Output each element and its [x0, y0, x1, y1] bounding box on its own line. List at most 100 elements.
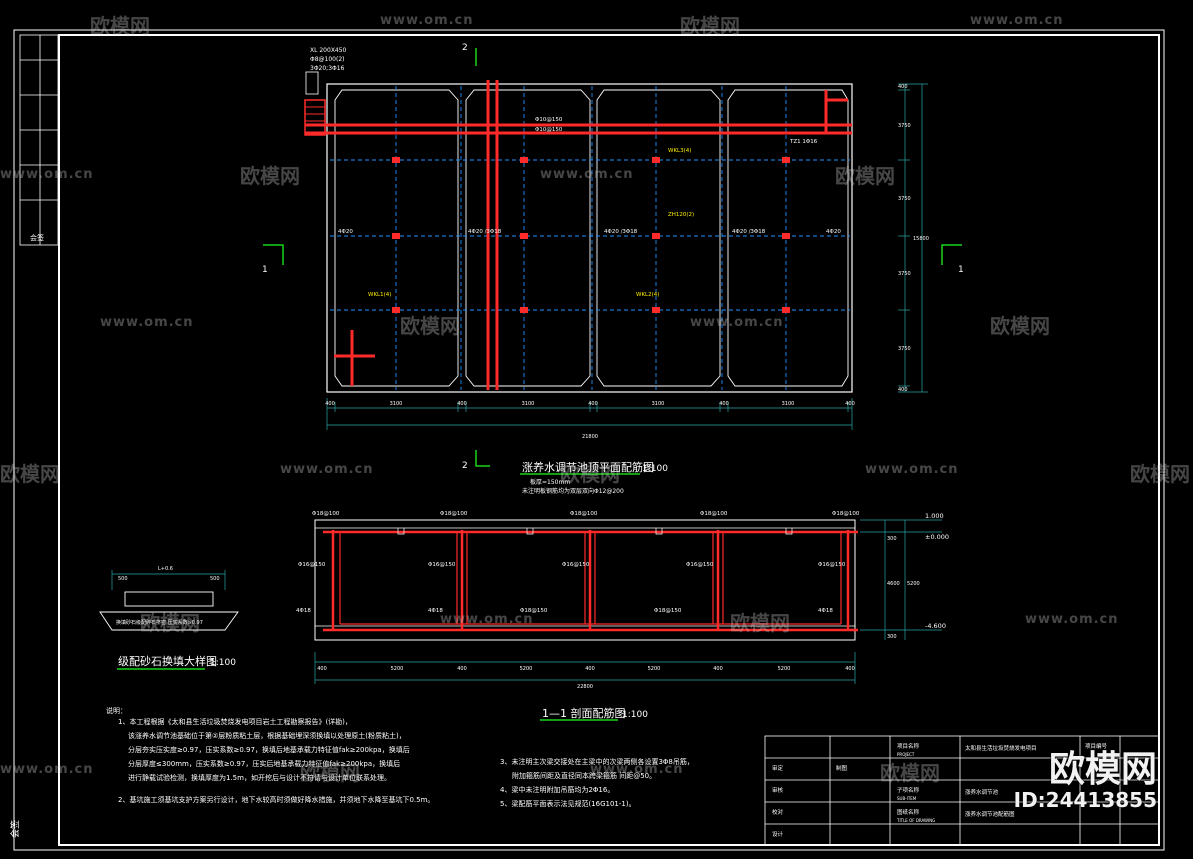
sub-label: 子项名称 [897, 786, 920, 794]
xl-block-line-2: Φ8@100(2) [310, 56, 345, 63]
rebar-label: Φ18@100 [312, 511, 340, 517]
section-dim-bottom-text: 400 5200 400 5200 400 5200 400 5200 400 … [317, 666, 855, 690]
rebar-label: Φ18@100 [700, 511, 728, 517]
section-elevations [860, 519, 942, 640]
watermark-stamp: 欧模网 [1048, 749, 1157, 790]
plan-dashed-beams [330, 86, 850, 390]
drawing-en: TITLE OF DRAWING [896, 818, 935, 823]
section-mark-label: 2 [462, 43, 468, 53]
note-line: 该涨养水调节池基础位于第②层粉质粘土层，根据基础埋深须换填以处理原土(粉质粘土)… [128, 731, 406, 740]
note-line: 5、梁配筋平面表示法见规范(16G101-1)。 [500, 799, 636, 808]
plan-rebar [305, 80, 852, 390]
dim-label: 5200 [907, 581, 920, 587]
rebar-label: Φ16@150 [818, 562, 846, 568]
title-block-text: 审定 审核 校对 设计 制图 项目名称 PROJECT 太和县生活垃圾焚烧发电项… [772, 742, 1108, 838]
proj-value: 太和县生活垃圾焚烧发电项目 [965, 744, 1037, 752]
role-label: 审核 [772, 786, 784, 794]
dim-label: 400 [845, 401, 855, 407]
rebar-label: Φ16@150 [686, 562, 714, 568]
dim-label: 400 [588, 401, 598, 407]
dim-label: 5200 [648, 666, 661, 672]
title-block [764, 735, 1160, 846]
rebar-label: 4Φ20 /3Φ18 [468, 229, 502, 235]
elevation-label: ±0.000 [925, 533, 949, 541]
dim-label: 400 [898, 84, 908, 90]
notes-head: 说明： [106, 706, 127, 715]
dim-total: 21800 [582, 434, 598, 440]
role-label: 审定 [772, 764, 784, 772]
dim-label: 3750 [898, 196, 911, 202]
role-label: 校对 [772, 808, 784, 816]
plan-dim-bottom [326, 398, 853, 430]
dim-label: 400 [457, 666, 467, 672]
section-mark-label: 1 [958, 265, 964, 275]
rebar-label: Φ10@150 [535, 127, 563, 133]
rebar-label: Φ18@150 [520, 608, 548, 614]
dim-label: 5200 [778, 666, 791, 672]
dim-label: 5200 [520, 666, 533, 672]
sheet-border-outer [13, 29, 1165, 851]
detail-note: 换填砂石级配碎石挤密 压实系数≥0.97 [116, 619, 203, 626]
section-walls-inner [339, 532, 842, 625]
gravel-detail: 500 L+0.6 500 换填砂石级配碎石挤密 压实系数≥0.97 级配砂石换… [99, 566, 239, 670]
rebar-label: 4Φ20 [338, 229, 353, 235]
detail-title: 级配砂石换填大样图 [118, 654, 217, 668]
section-notches [397, 528, 793, 535]
plan-dim-right-text: 400 3750 3750 3750 3750 400 15800 [898, 84, 929, 393]
drawing-label: 图纸名称 [897, 808, 920, 816]
dim-label: 3750 [898, 123, 911, 129]
dim-total: 22800 [577, 684, 593, 690]
note-line: 2、基坑施工须基坑支护方案另行设计，地下水较高时须做好降水措施，并须地下水降至基… [118, 795, 434, 804]
dim-label: 3750 [898, 346, 911, 352]
sidebar-label-vertical: 会签 [9, 820, 21, 838]
note-line: 4、梁中未注明附加吊筋均为2Φ16。 [500, 785, 614, 794]
rebar-label: Φ18@100 [832, 511, 860, 517]
section-scale: 1:100 [622, 710, 648, 720]
rebar-label: Φ10@150 [535, 117, 563, 123]
dim-label: 500 [210, 576, 220, 582]
rebar-label: ZH120(2) [668, 212, 694, 218]
section-mark-label: 1 [262, 265, 268, 275]
dim-label: 3750 [898, 271, 911, 277]
sub-value: 涨养水调节池 [965, 788, 999, 796]
rebar-label: Φ18@100 [570, 511, 598, 517]
dim-label: 3100 [782, 401, 795, 407]
plan-slab-outline [326, 83, 853, 393]
section-title: 1—1 剖面配筋图 [542, 706, 626, 720]
dim-label: 3100 [652, 401, 665, 407]
plan-stair [304, 71, 326, 136]
plan-scale: 1:100 [642, 464, 668, 474]
dim-label: 400 [719, 401, 729, 407]
elevation-label: -4.600 [925, 622, 946, 630]
dim-label: 400 [898, 387, 908, 393]
notes-right: 3、未注明主次梁交接处在主梁中的次梁两侧各设置3Φ8吊筋， 附加箍筋间距及直径同… [500, 757, 694, 808]
left-sign-strip [19, 34, 59, 246]
sidebar-label: 会签 [30, 233, 44, 242]
note-line: 1、本工程根据《太和县生活垃圾焚烧发电项目岩土工程勘察报告》(详勘)， [118, 717, 352, 726]
dim-label: 5200 [391, 666, 404, 672]
rebar-label: 4Φ20 [826, 229, 841, 235]
notes-left: 说明： 1、本工程根据《太和县生活垃圾焚烧发电项目岩土工程勘察报告》(详勘)， … [106, 706, 434, 804]
dim-label: 400 [457, 401, 467, 407]
dim-label: 4600 [887, 581, 900, 587]
rebar-label: 4Φ20 /3Φ18 [604, 229, 638, 235]
dim-label: 400 [713, 666, 723, 672]
rebar-label: Φ18@150 [654, 608, 682, 614]
section-dim-bottom [314, 652, 856, 684]
dim-label: 300 [887, 536, 897, 542]
section-rebar-labels: Φ18@100 Φ18@100 Φ18@100 Φ18@100 Φ18@100 … [296, 511, 860, 614]
section-marks [263, 48, 962, 467]
plan-dim-right [898, 83, 928, 393]
dim-label: 400 [317, 666, 327, 672]
section-mark-label: 2 [462, 461, 468, 471]
rebar-label: Φ18@100 [440, 511, 468, 517]
note-line: 进行静载试验检测，换填厚度为1.5m，如开挖后与设计不符请与设计单位联系处理。 [128, 773, 391, 782]
xl-block-line-1: XL 200X450 [310, 47, 347, 54]
section-view: Φ18@100 Φ18@100 Φ18@100 Φ18@100 Φ18@100 … [296, 511, 949, 721]
plan-sub-1: 板厚=150mm [530, 478, 570, 486]
dim-label: 3100 [522, 401, 535, 407]
rebar-label: 4Φ18 [818, 608, 833, 614]
dim-label: L+0.6 [158, 566, 173, 572]
role-label: 制图 [836, 764, 848, 772]
